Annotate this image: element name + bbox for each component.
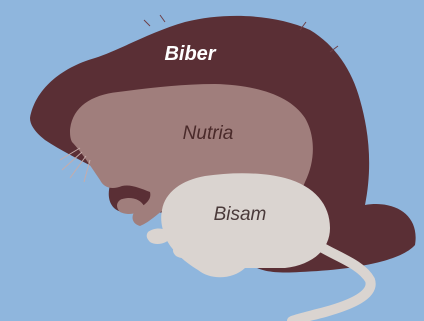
beaver-label: Biber [164,43,216,65]
muskrat-label: Bisam [214,204,267,225]
nutria-label: Nutria [183,123,234,144]
